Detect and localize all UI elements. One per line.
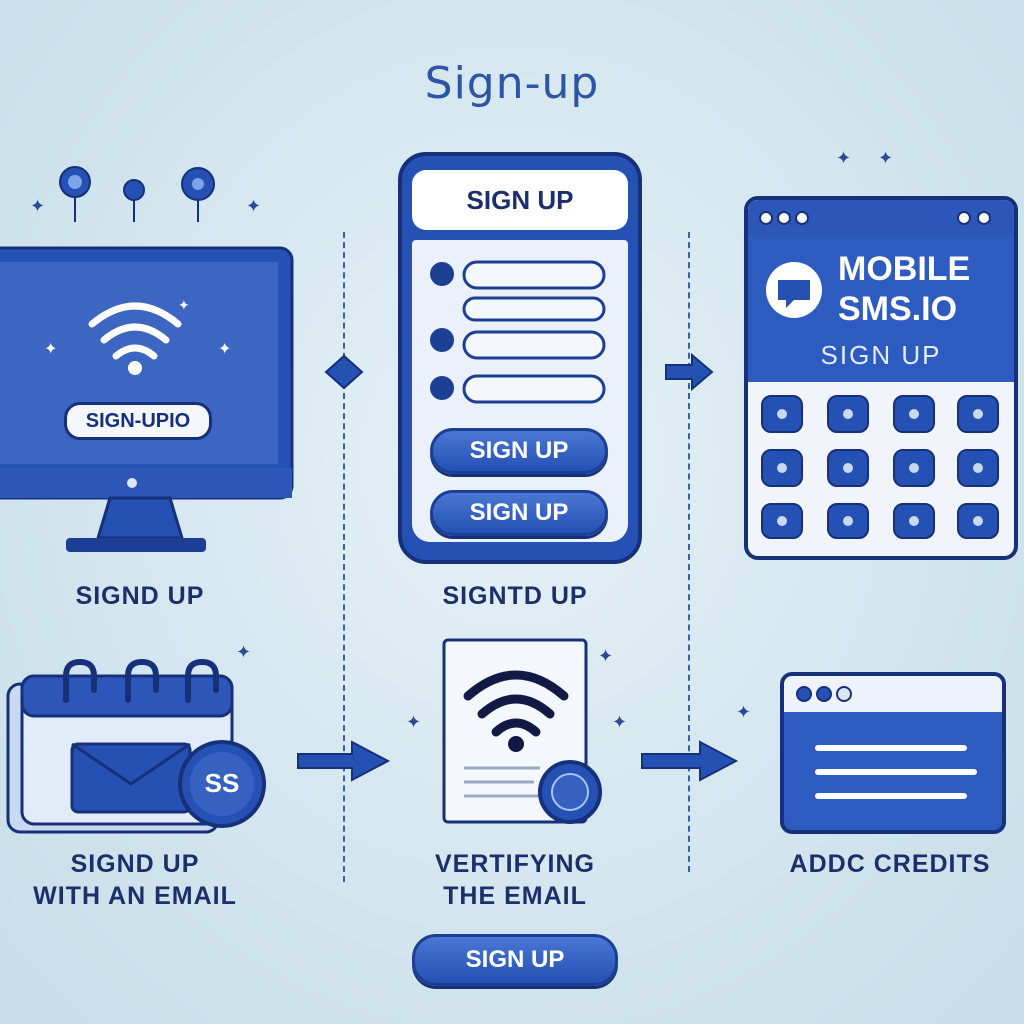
wifi-icon [463,670,569,737]
envelope-icon [70,742,192,814]
phone-signup-button-secondary[interactable]: SIGN UP [430,490,608,536]
caption-calendar: SIGND UP WITH AN EMAIL [6,848,264,912]
chat-icon [766,262,822,318]
text-input[interactable] [464,332,604,358]
sparkle-icon: ✦ [598,646,614,666]
text-input[interactable] [464,376,604,402]
caption-monitor: SIGND UP [75,582,205,610]
phone-signup-button[interactable]: SIGN UP [430,428,608,474]
sparkle-icon: ✦ [406,712,422,732]
calendar-email-illustration: SS [6,656,270,836]
divider-right [688,232,690,872]
caption-calendar-line1: SIGND UP [70,850,200,878]
pin-icons [59,166,215,222]
divider-left [343,232,345,882]
credits-window-illustration [780,672,1006,834]
app-subtitle: SIGN UP [820,340,942,370]
caption-credits: ADDC CREDITS [789,850,991,878]
arrow-right-icon [324,354,364,390]
sparkle-icon: ✦ [612,712,628,732]
monitor-badge: SIGN-UPIO [64,402,212,440]
caption-phone: SIGNTD UP [442,582,588,610]
phone-form: SIGN UP SIGN UP [412,240,628,542]
verify-document-illustration [442,638,614,830]
caption-verify-line1: VERTIFYING [434,850,595,878]
arrow-right-icon [297,740,391,782]
calendar-badge: SS [204,768,240,798]
caption-verify: VERTIFYING THE EMAIL [404,848,626,912]
svg-text:✦: ✦ [44,341,57,358]
phone-illustration: SIGN UP SIGN UP SIGN UP [398,152,642,564]
monitor-illustration: ✦ ✦ ✦ SIGN-UPIO [0,246,294,558]
app-window-illustration: MOBILE SMS.IO SIGN UP [744,196,1018,560]
sparkle-icon: ✦ [736,702,752,722]
caption-verify-line2: THE EMAIL [443,882,587,910]
phone-header: SIGN UP [412,170,628,230]
text-input[interactable] [464,262,604,288]
sparkle-icon: ✦ [246,196,262,216]
caption-calendar-line2: WITH AN EMAIL [33,882,237,910]
arrow-right-icon [665,352,714,392]
sparkle-icon: ✦ [30,196,46,216]
page-title: Sign-up [424,58,600,109]
brand-line1: MOBILE [838,250,971,288]
sparkle-icon: ✦ [836,148,852,168]
signup-button[interactable]: SIGN UP [412,934,618,986]
calendar-icon [63,658,219,703]
arrow-right-icon [641,740,739,782]
text-input[interactable] [464,298,604,320]
svg-text:✦: ✦ [218,341,231,358]
keypad-grid [761,395,999,539]
brand-line2: SMS.IO [838,290,958,328]
sparkle-icon: ✦ [878,148,894,168]
svg-text:✦: ✦ [178,297,190,313]
wifi-icon [88,302,182,360]
sparkle-icon: ✦ [236,642,252,662]
